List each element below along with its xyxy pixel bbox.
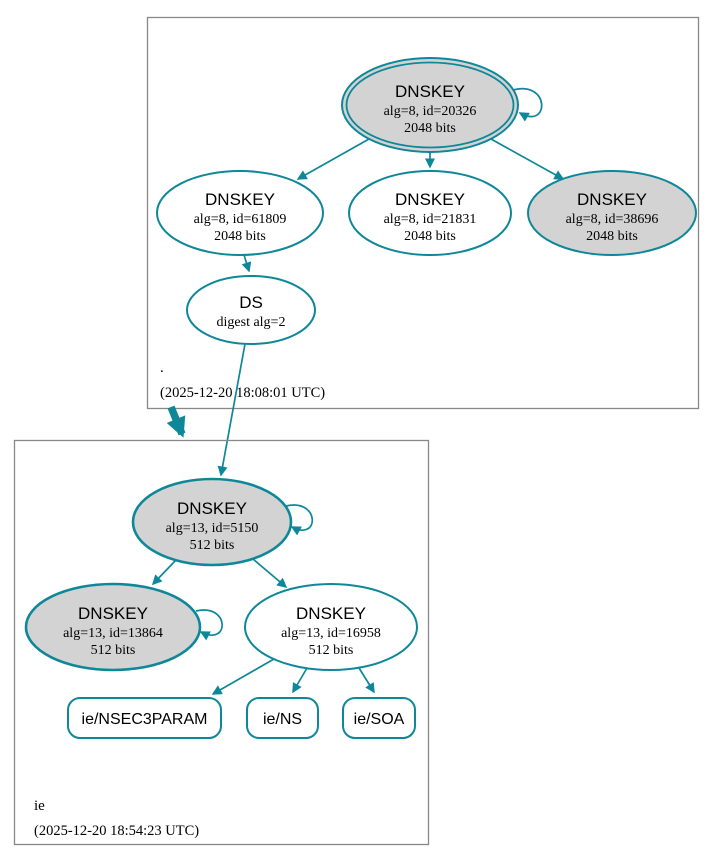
- rrset-nsec3param-box: [67, 697, 222, 739]
- dnskey-61809-ellipse: [156, 170, 324, 256]
- node-rrset-soa: ie/SOA: [342, 697, 416, 739]
- dnskey-21831-ellipse: [348, 170, 512, 256]
- rrset-soa-label: ie/SOA: [354, 711, 405, 728]
- dnskey-13864-detail: alg=13, id=13864: [63, 626, 163, 641]
- dnskey-20326-outer-ellipse: [341, 57, 519, 153]
- dnskey-13864-ellipse: [24, 582, 202, 672]
- dnskey-5150-ellipse: [131, 477, 293, 567]
- dnskey-38696-title: DNSKEY: [577, 190, 647, 209]
- dnskey-61809-detail: alg=8, id=61809: [194, 212, 287, 227]
- zone-border-root: [146, 16, 700, 410]
- dnskey-38696-detail: alg=8, id=38696: [566, 212, 659, 227]
- dnskey-13864-bits: 512 bits: [91, 643, 136, 658]
- dnskey-21831-detail: alg=8, id=21831: [384, 212, 477, 227]
- node-dnskey-5150: DNSKEY alg=13, id=5150 512 bits: [131, 477, 293, 567]
- edge-ksk5150-to-zsk16958: [252, 558, 288, 588]
- edge-zsk61809-to-ds: [241, 254, 252, 273]
- ds-detail: digest alg=2: [217, 315, 286, 330]
- edge-zsk16958-to-soa: [358, 667, 375, 694]
- edges-root: [241, 87, 565, 273]
- rrset-ns-label: ie/NS: [263, 711, 302, 728]
- edges-cross-zone: [166, 343, 246, 477]
- node-dnskey-16958: DNSKEY alg=13, id=16958 512 bits: [244, 583, 418, 671]
- edge-ksk20326-to-zsk61809: [296, 138, 370, 180]
- edge-zone-delegation-arrow: [166, 405, 186, 438]
- edge-ksk20326-selfloop: [512, 87, 543, 122]
- node-dnskey-21831: DNSKEY alg=8, id=21831 2048 bits: [348, 170, 512, 256]
- node-ds: DS digest alg=2: [186, 275, 316, 345]
- dnskey-38696-bits: 2048 bits: [586, 229, 638, 244]
- rrset-soa-box: [342, 697, 416, 739]
- edge-ksk5150-to-zsk13864: [151, 559, 177, 586]
- edge-ksk20326-to-zsk38696: [490, 138, 565, 180]
- dnskey-20326-inner-ellipse: [345, 61, 515, 149]
- node-rrset-ns: ie/NS: [246, 697, 319, 739]
- dnskey-16958-bits: 512 bits: [309, 643, 354, 658]
- node-dnskey-13864: DNSKEY alg=13, id=13864 512 bits: [24, 582, 202, 672]
- edge-zsk16958-to-ns: [292, 667, 308, 694]
- dnskey-20326-detail: alg=8, id=20326: [384, 104, 477, 119]
- rrset-ns-box: [246, 697, 319, 739]
- dnskey-61809-bits: 2048 bits: [214, 229, 266, 244]
- edge-ksk5150-selfloop: [285, 504, 314, 536]
- rrset-nsec3param-label: ie/NSEC3PARAM: [82, 711, 208, 728]
- dnskey-21831-bits: 2048 bits: [404, 229, 456, 244]
- dnskey-61809-title: DNSKEY: [205, 190, 275, 209]
- dnskey-16958-ellipse: [244, 583, 418, 671]
- dnskey-5150-detail: alg=13, id=5150: [166, 521, 259, 536]
- node-dnskey-20326: DNSKEY alg=8, id=20326 2048 bits: [341, 57, 519, 153]
- dnskey-16958-title: DNSKEY: [296, 604, 366, 623]
- ds-title: DS: [239, 293, 263, 312]
- node-dnskey-61809: DNSKEY alg=8, id=61809 2048 bits: [156, 170, 324, 256]
- node-dnskey-38696: DNSKEY alg=8, id=38696 2048 bits: [527, 170, 697, 256]
- dnskey-38696-ellipse: [527, 170, 697, 256]
- zone-name-root: .: [160, 360, 164, 376]
- dnskey-5150-title: DNSKEY: [177, 499, 247, 518]
- zone-box-ie: ie (2025-12-20 18:54:23 UTC): [13, 439, 430, 846]
- dnskey-20326-title: DNSKEY: [395, 82, 465, 101]
- edges-ie: [151, 504, 375, 695]
- dnskey-20326-bits: 2048 bits: [404, 121, 456, 136]
- edge-ds-to-ksk5150: [217, 343, 246, 477]
- dnskey-13864-title: DNSKEY: [78, 604, 148, 623]
- ds-ellipse: [186, 275, 316, 345]
- zone-name-ie: ie: [34, 798, 45, 814]
- dnskey-16958-detail: alg=13, id=16958: [281, 626, 381, 641]
- dnskey-5150-bits: 512 bits: [190, 538, 235, 553]
- node-rrset-nsec3param: ie/NSEC3PARAM: [67, 697, 222, 739]
- zone-box-root: . (2025-12-20 18:08:01 UTC): [146, 16, 700, 410]
- zone-timestamp-ie: (2025-12-20 18:54:23 UTC): [34, 823, 199, 839]
- edge-zsk16958-to-nsec3param: [211, 658, 275, 695]
- dnskey-21831-title: DNSKEY: [395, 190, 465, 209]
- zone-border-ie: [13, 439, 430, 846]
- zone-timestamp-root: (2025-12-20 18:08:01 UTC): [160, 385, 325, 401]
- edge-zsk13864-selfloop: [195, 609, 223, 641]
